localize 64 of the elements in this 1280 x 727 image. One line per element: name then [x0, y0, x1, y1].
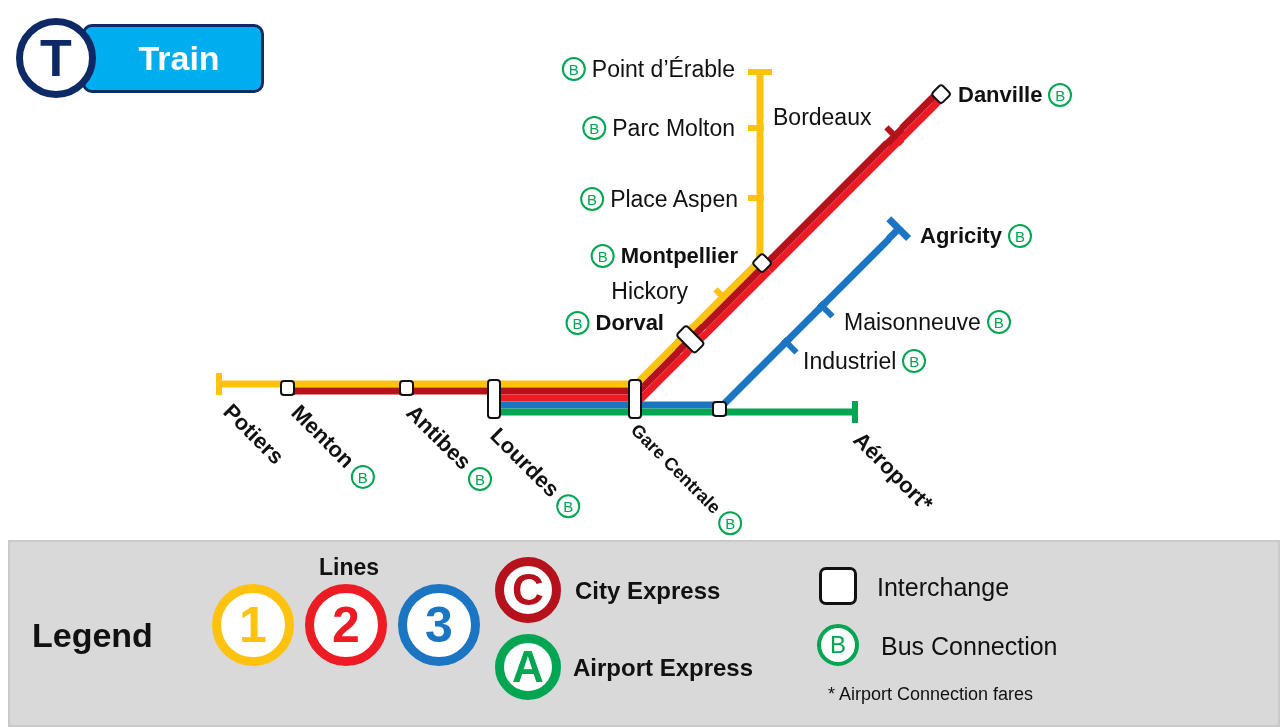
rail-line — [787, 307, 821, 341]
train-sign: T — [16, 18, 96, 98]
interchange-marker — [628, 378, 642, 419]
bus-connection-symbol: B — [590, 244, 615, 268]
station-name: Bordeaux — [773, 104, 872, 130]
rail-line — [823, 238, 890, 305]
station-name: Parc Molton — [612, 115, 735, 141]
service-sign: A — [495, 634, 561, 700]
station-name: Agricity — [920, 223, 1002, 249]
station-name: Montpellier — [620, 243, 738, 269]
bus-connection-symbol: B — [351, 465, 376, 490]
rail-line — [692, 295, 725, 328]
station-name: Place Aspen — [610, 186, 738, 212]
rail-line — [723, 343, 785, 405]
station-tick — [748, 125, 764, 131]
station-tick — [748, 195, 764, 201]
bus-connection-symbol: B — [1048, 83, 1073, 107]
rail-line — [702, 270, 760, 328]
station-tick — [817, 301, 835, 319]
bus-connection-symbol: B — [718, 511, 743, 536]
bus-connection-symbol: B — [817, 624, 859, 666]
rail-line — [722, 265, 755, 298]
legend-label: City Express — [575, 577, 721, 605]
interchange-marker — [711, 400, 727, 417]
legend-label: Interchange — [877, 573, 1010, 601]
bus-connection-symbol: B — [565, 311, 590, 335]
line-number-sign: 1 — [212, 584, 294, 666]
station-name: Dorval — [595, 310, 664, 336]
station-name: Danville — [958, 82, 1043, 108]
terminus-bar — [748, 69, 772, 75]
legend-subheading: Lines — [318, 553, 380, 581]
bus-connection-symbol: B — [582, 116, 607, 140]
interchange-marker — [487, 378, 501, 419]
station-name: Point d’Érable — [591, 56, 735, 82]
line-number-sign: 3 — [398, 584, 480, 666]
bus-connection-symbol: B — [561, 57, 586, 81]
rail-line — [900, 96, 934, 130]
legend-heading: Legend — [32, 615, 153, 655]
interchange-marker — [675, 323, 707, 355]
rail-line — [900, 101, 939, 140]
title-banner: Train — [82, 24, 264, 93]
line-number-sign: 2 — [305, 584, 387, 666]
footnote: * Airport Connection fares — [828, 683, 1034, 706]
terminus-bar — [216, 373, 222, 395]
bus-connection-symbol: B — [580, 187, 605, 211]
rail-line — [638, 341, 679, 382]
interchange-marker — [751, 251, 774, 274]
bus-connection-symbol: B — [1007, 224, 1032, 248]
bus-connection-symbol: B — [556, 494, 581, 519]
interchange-marker — [398, 379, 414, 396]
bus-connection-symbol: B — [986, 310, 1011, 334]
legend-label: Airport Express — [573, 654, 754, 682]
station-name: Maisonneuve — [844, 309, 981, 335]
terminus-bar — [852, 401, 858, 423]
legend-label: Bus Connection — [881, 632, 1058, 660]
station-name: Hickory — [611, 278, 688, 304]
rail-line — [702, 270, 770, 338]
service-sign: C — [495, 557, 561, 623]
interchange-marker — [279, 379, 295, 396]
bus-connection-symbol: B — [902, 349, 927, 373]
bus-connection-symbol: B — [467, 466, 492, 491]
station-name: Industriel — [803, 348, 897, 374]
station-tick — [713, 286, 726, 300]
station-tick — [883, 124, 905, 146]
